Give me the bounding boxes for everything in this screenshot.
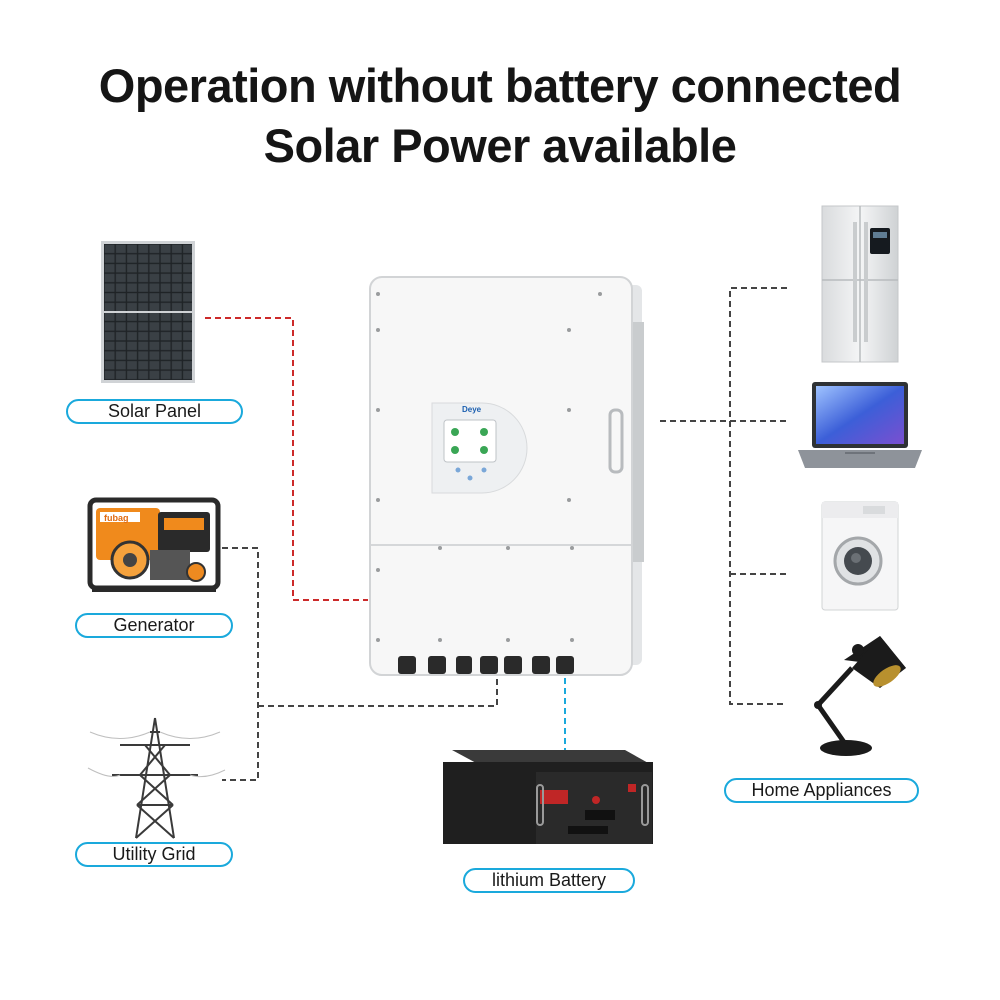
pv-connection-line [205,317,368,601]
load-connection-lines [660,287,787,705]
fridge-icon [821,205,899,363]
laptop-icon [798,382,922,468]
diagram-title-line-2: Solar Power available [263,119,737,172]
inverter-icon: Deye [369,276,644,676]
utility-grid-label: Utility Grid [75,842,233,867]
desk-lamp-icon [814,636,906,756]
generator-label: Generator [75,613,233,638]
lithium-battery-label: lithium Battery [463,868,635,893]
pylon-icon [87,717,226,839]
generator-icon: fubag [87,497,221,592]
solar-panel-icon [101,241,195,383]
washing-machine-icon [821,501,899,611]
battery-icon [443,750,653,844]
diagram-title-line-1: Operation without battery connected [98,59,902,112]
ac-input-connection-lines [222,547,498,781]
generator-brand: fubag [104,513,129,523]
inverter-brand: Deye [462,405,482,414]
home-appliances-label: Home Appliances [724,778,919,803]
solar-panel-label: Solar Panel [66,399,243,424]
